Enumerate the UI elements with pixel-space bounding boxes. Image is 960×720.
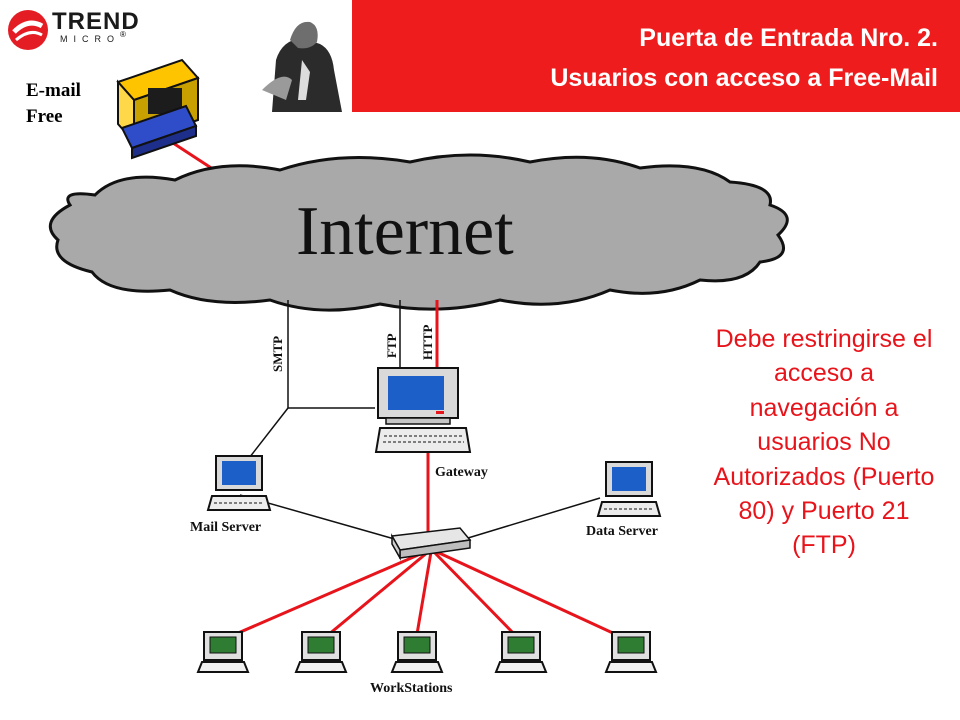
hub-ws5-link — [436, 550, 629, 642]
workstation-icon — [196, 631, 250, 673]
mail-server-icon — [206, 455, 272, 511]
title-line-1: Puerta de Entrada Nro. 2. — [639, 24, 938, 52]
workstation-icon — [604, 631, 658, 673]
smtp-label: SMTP — [270, 335, 285, 372]
workstations-label: WorkStations — [370, 681, 453, 696]
logo-registered: ® — [120, 30, 126, 39]
dataserver-hub-link — [467, 497, 601, 539]
businessman-photo — [262, 0, 352, 112]
hub-ws4-link — [432, 550, 522, 642]
trend-micro-logo-icon — [8, 10, 48, 50]
hub-ws3-link — [414, 551, 433, 641]
internet-label: Internet — [296, 193, 514, 270]
title-line-2: Usuarios con acceso a Free-Mail — [550, 64, 938, 92]
gateway-computer-icon — [374, 367, 472, 453]
workstation-icon — [494, 631, 548, 673]
internet-cloud — [48, 153, 789, 312]
hub-ws2-link — [321, 550, 429, 642]
restriction-note: Debe restringirse el acceso a navegación… — [713, 325, 935, 560]
workstation-icon — [294, 631, 348, 673]
hub-ws1-link — [221, 550, 426, 642]
logo-brand: TREND — [52, 8, 140, 35]
gateway-label: Gateway — [435, 465, 488, 480]
title-banner: Puerta de Entrada Nro. 2. Usuarios con a… — [315, 0, 960, 112]
email-label-line-1: E-mail — [26, 80, 81, 101]
data-server-icon — [596, 461, 662, 517]
email-server-icon — [116, 58, 200, 160]
email-label-line-2: Free — [26, 106, 63, 127]
logo-sub: MICRO — [60, 34, 120, 44]
mail-server-label: Mail Server — [190, 520, 262, 535]
smtp-mailserver-link — [245, 407, 289, 463]
hub-icon — [390, 527, 472, 561]
http-label: HTTP — [420, 324, 435, 360]
ftp-label: FTP — [384, 333, 399, 358]
data-server-label: Data Server — [586, 524, 658, 539]
workstation-icon — [390, 631, 444, 673]
email-free-label: E-mail Free — [26, 78, 81, 130]
